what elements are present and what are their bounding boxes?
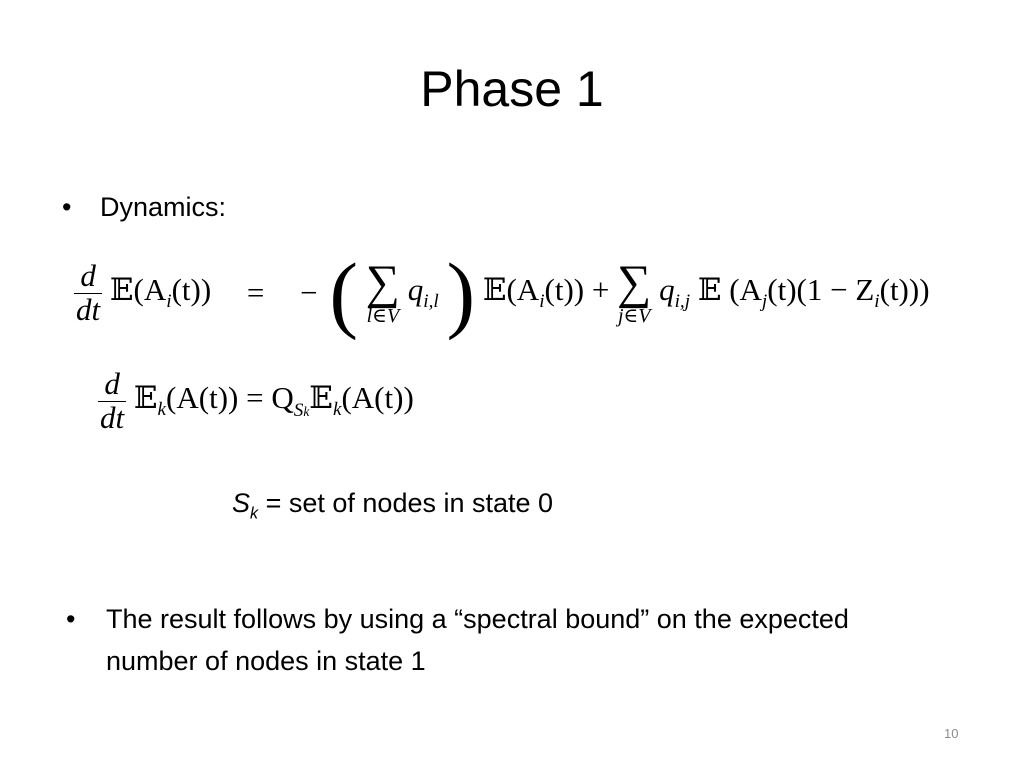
right-paren: ) [446,245,476,341]
frac-denominator: dt [98,399,127,435]
equation-matrix-form: d dt 𝔼k(A(t)) = QSk𝔼k(A(t)) [98,366,414,435]
bullet-text: Dynamics: [100,192,227,222]
left-paren: ( [329,245,359,341]
eq1-mid-term: 𝔼(Ai(t)) + [482,272,610,313]
frac-numerator: d [80,257,96,293]
q-ij: qi,j [659,272,691,313]
frac-numerator: d [104,366,120,401]
eq1-lhs: 𝔼(Ai(t)) [109,272,212,313]
eq1-equals: = [246,275,265,310]
sum-over-l: ∑ l∈V [365,256,400,327]
q-il: qi,l [407,272,439,313]
sum-over-j: ∑ j∈V [617,256,652,327]
bullet-text: The result follows by using a “spectral … [106,604,849,676]
bullet-spectral-bound: • The result follows by using a “spectra… [66,598,886,682]
equation-expected-dynamics: d dt 𝔼(Ai(t)) = − ( ∑ l∈V qi,l ) 𝔼(Ai(t)… [74,250,930,336]
definition-sk: Sk = set of nodes in state 0 [232,488,554,523]
page-number: 10 [944,726,959,741]
slide-title: Phase 1 [420,61,604,117]
eq2-body: 𝔼k(A(t)) = QSk𝔼k(A(t)) [133,380,414,421]
frac-denominator: dt [74,291,103,327]
bullet-dot: • [66,604,76,634]
derivative-fraction: d dt [98,366,127,435]
eq1-minus: − [300,275,318,310]
derivative-fraction: d dt [74,257,103,327]
bullet-dot: • [62,192,72,222]
eq1-rhs: 𝔼 (Aj(t)(1 − Zi(t))) [697,272,930,313]
